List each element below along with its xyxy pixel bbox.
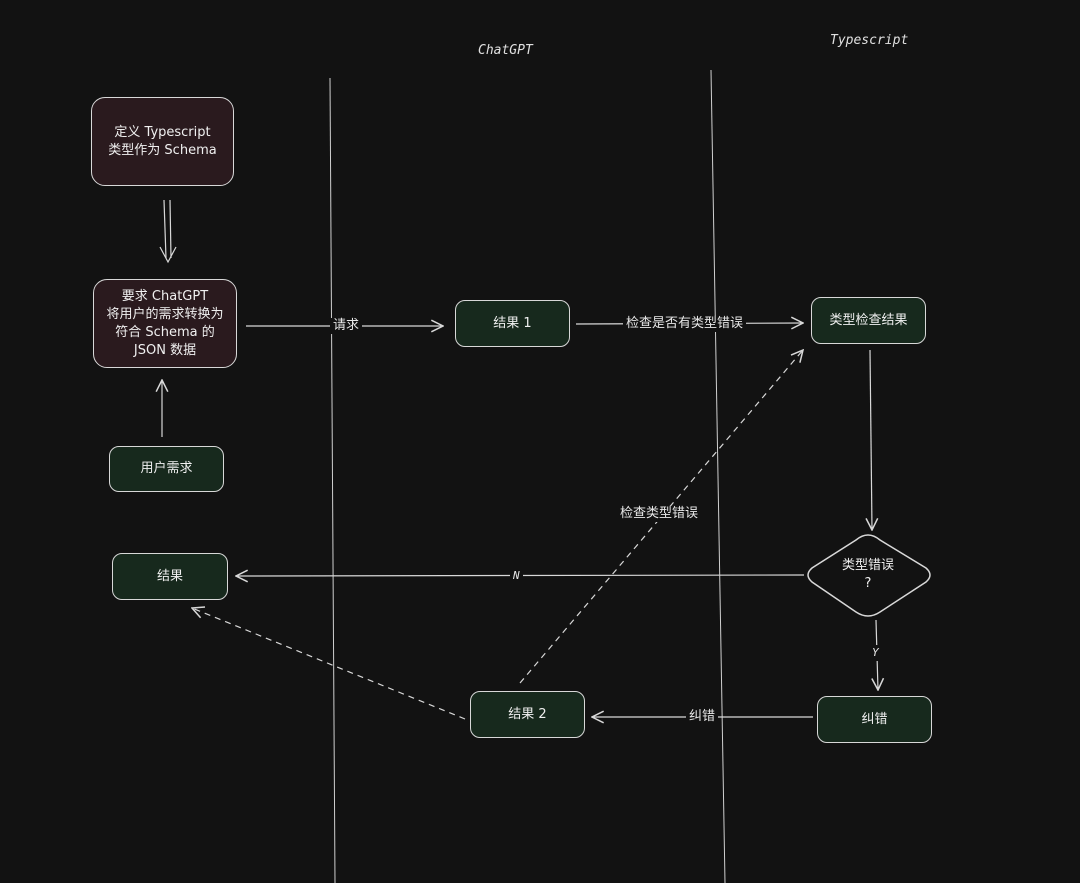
decision-diamond bbox=[807, 534, 931, 617]
decision-label: 类型错误 ? bbox=[841, 558, 894, 591]
request-chatgpt-node[interactable]: 要求 ChatGPT 将用户的需求转换为 符合 Schema 的 JSON 数据 bbox=[93, 279, 237, 368]
lane-divider-1 bbox=[329, 77, 336, 883]
edge-label-request: 请求 bbox=[330, 318, 363, 334]
edge-label-no: N bbox=[510, 568, 523, 584]
edge-check-to-decision bbox=[870, 349, 872, 530]
lane-divider-2 bbox=[710, 69, 726, 883]
edge-schema-to-request-b bbox=[169, 199, 172, 259]
define-schema-label: 定义 Typescript 类型作为 Schema bbox=[108, 124, 217, 158]
edge-result2-to-result bbox=[192, 608, 466, 720]
result1-node[interactable]: 结果 1 bbox=[455, 300, 570, 347]
lane-title-typescript: Typescript bbox=[830, 33, 909, 48]
edge-schema-to-request-a bbox=[163, 199, 167, 259]
define-schema-node[interactable]: 定义 Typescript 类型作为 Schema bbox=[91, 97, 234, 186]
result-final-label: 结果 bbox=[156, 568, 183, 584]
request-chatgpt-label: 要求 ChatGPT 将用户的需求转换为 符合 Schema 的 JSON 数据 bbox=[106, 288, 224, 358]
lane-title-chatgpt: ChatGPT bbox=[478, 43, 533, 58]
result-final-node[interactable]: 结果 bbox=[112, 553, 228, 600]
edge-label-fix: 纠错 bbox=[686, 709, 719, 725]
fix-node[interactable]: 纠错 bbox=[817, 696, 932, 743]
edge-check-type-error bbox=[519, 350, 803, 684]
edge-label-check-has-error: 检查是否有类型错误 bbox=[623, 316, 747, 332]
edge-label-yes: Y bbox=[869, 645, 882, 661]
edge-label-check-type-error: 检查类型错误 bbox=[617, 506, 702, 522]
result2-label: 结果 2 bbox=[508, 706, 547, 722]
check-result-node[interactable]: 类型检查结果 bbox=[811, 297, 926, 344]
user-need-label: 用户需求 bbox=[140, 461, 193, 476]
check-result-label: 类型检查结果 bbox=[829, 312, 908, 328]
result2-node[interactable]: 结果 2 bbox=[470, 691, 585, 738]
user-need-node[interactable]: 用户需求 bbox=[109, 446, 224, 492]
result1-label: 结果 1 bbox=[493, 315, 532, 331]
edge-schema-to-request-head bbox=[159, 246, 177, 264]
fix-label: 纠错 bbox=[861, 711, 888, 727]
